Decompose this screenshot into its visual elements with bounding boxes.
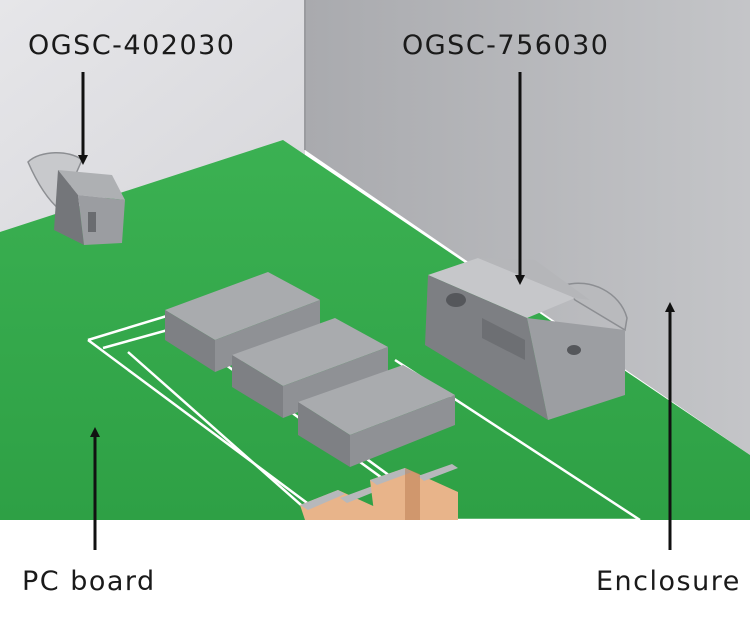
smd-part-right	[370, 464, 458, 520]
label-enclosure: Enclosure	[596, 566, 741, 597]
label-pc-board: PC board	[22, 566, 156, 597]
enclosure-wall	[305, 0, 750, 455]
contact-ogsc-402030	[27, 152, 125, 245]
pc-board	[0, 140, 750, 520]
leader-arrows	[78, 72, 675, 550]
contact-ogsc-756030	[425, 258, 628, 420]
chip-component-3	[298, 365, 455, 467]
label-ogsc-756030: OGSC-756030	[402, 30, 610, 61]
label-ogsc-402030: OGSC-402030	[28, 30, 236, 61]
